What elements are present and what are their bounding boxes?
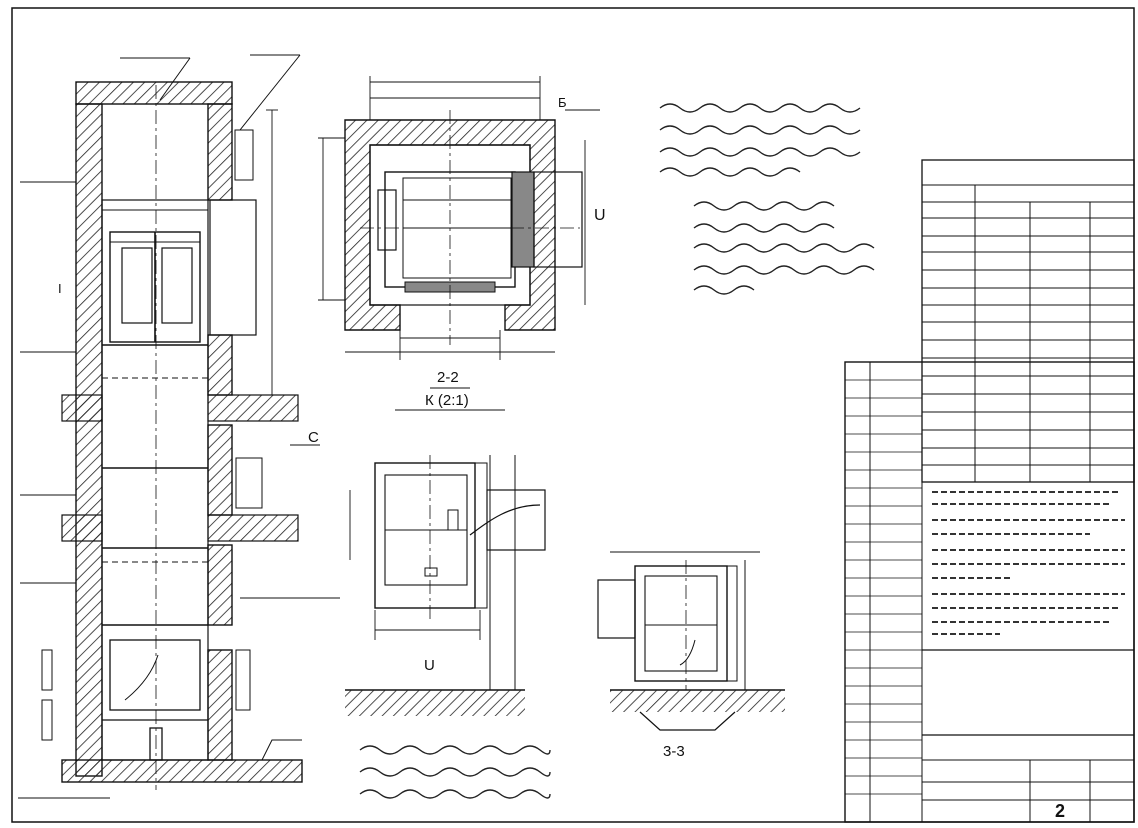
spec-table xyxy=(921,159,1135,483)
title-block xyxy=(844,361,1135,823)
view-3-3 xyxy=(597,551,785,731)
plan-2-2 xyxy=(318,76,600,389)
scale-label-3-3: 3-3 xyxy=(663,743,685,760)
view-k xyxy=(345,409,546,716)
sheet-number: 2 xyxy=(1055,801,1066,821)
mark-b: Б xyxy=(558,95,567,110)
shaft-section xyxy=(18,54,340,799)
side-label-i: I xyxy=(58,281,62,296)
view-label-k: К (2:1) xyxy=(425,392,469,409)
notes-scribble xyxy=(359,103,875,799)
mark-c: C xyxy=(308,429,319,446)
mark-u-right: U xyxy=(594,207,606,224)
section-label-2-2: 2-2 xyxy=(437,369,459,386)
mark-u-bottom: U xyxy=(424,657,435,674)
sheet-frame xyxy=(11,7,1135,823)
